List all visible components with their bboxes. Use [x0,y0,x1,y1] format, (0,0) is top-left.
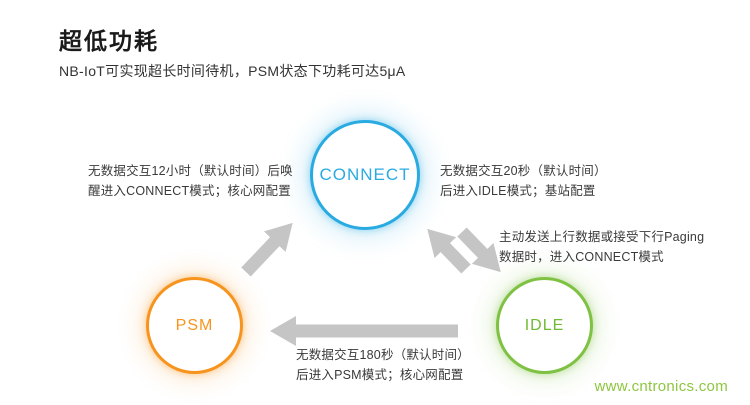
node-idle-label: IDLE [524,316,565,334]
node-connect-label: CONNECT [319,165,411,184]
page-subtitle: NB-IoT可实现超长时间待机，PSM状态下功耗可达5μA [59,63,406,79]
node-connect: CONNECT [310,120,420,230]
annotation-idle-to-psm: 无数据交互180秒（默认时间） 后进入PSM模式；核心网配置 [296,348,470,382]
annotation-connect-to-idle: 无数据交互20秒（默认时间） 后进入IDLE模式；基站配置 [440,164,607,198]
arrow-idle-to-connect [427,228,471,274]
watermark: www.cntronics.com [594,378,728,395]
annotation-idle-to-connect: 主动发送上行数据或接受下行Paging 数据时，进入CONNECT模式 [499,230,705,264]
page-title: 超低功耗 [59,28,159,54]
node-psm-label: PSM [175,316,214,334]
arrow-psm-to-connect [241,222,293,277]
node-idle: IDLE [496,277,593,374]
node-psm: PSM [146,277,243,374]
annotation-wake-to-connect: 无数据交互12小时（默认时间）后唤 醒进入CONNECT模式；核心网配置 [88,164,293,198]
arrow-connect-to-idle [457,227,501,273]
